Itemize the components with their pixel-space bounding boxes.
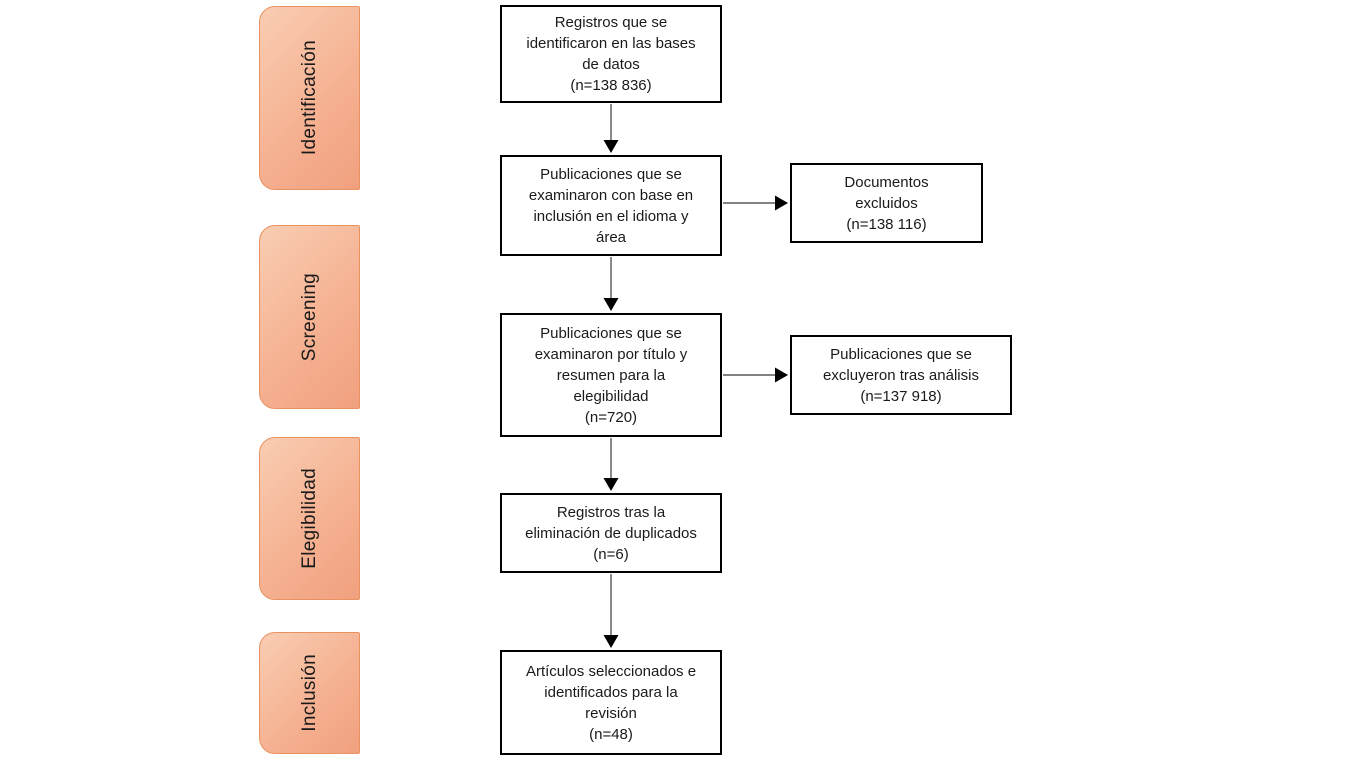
stage-identification: Identificación [259, 6, 360, 190]
stage-eligibility-label: Elegibilidad [298, 468, 320, 569]
stage-inclusion-label: Inclusión [298, 654, 320, 732]
stage-screening: Screening [259, 225, 360, 409]
flow-box-documents-excluded: Documentos excluidos (n=138 116) [790, 163, 983, 243]
flow-box-screened-language-area: Publicaciones que se examinaron con base… [500, 155, 722, 256]
stage-identification-label: Identificación [298, 40, 320, 156]
flow-box-articles-selected: Artículos seleccionados e identificados … [500, 650, 722, 755]
flow-box-records-identified: Registros que se identificaron en las ba… [500, 5, 722, 103]
flow-box-screened-title-abstract: Publicaciones que se examinaron por títu… [500, 313, 722, 437]
flow-box-after-duplicate-removal: Registros tras la eliminación de duplica… [500, 493, 722, 573]
flow-box-publications-excluded-after-analysis: Publicaciones que se excluyeron tras aná… [790, 335, 1012, 415]
stage-inclusion: Inclusión [259, 632, 360, 754]
stage-screening-label: Screening [298, 272, 320, 362]
stage-eligibility: Elegibilidad [259, 437, 360, 600]
